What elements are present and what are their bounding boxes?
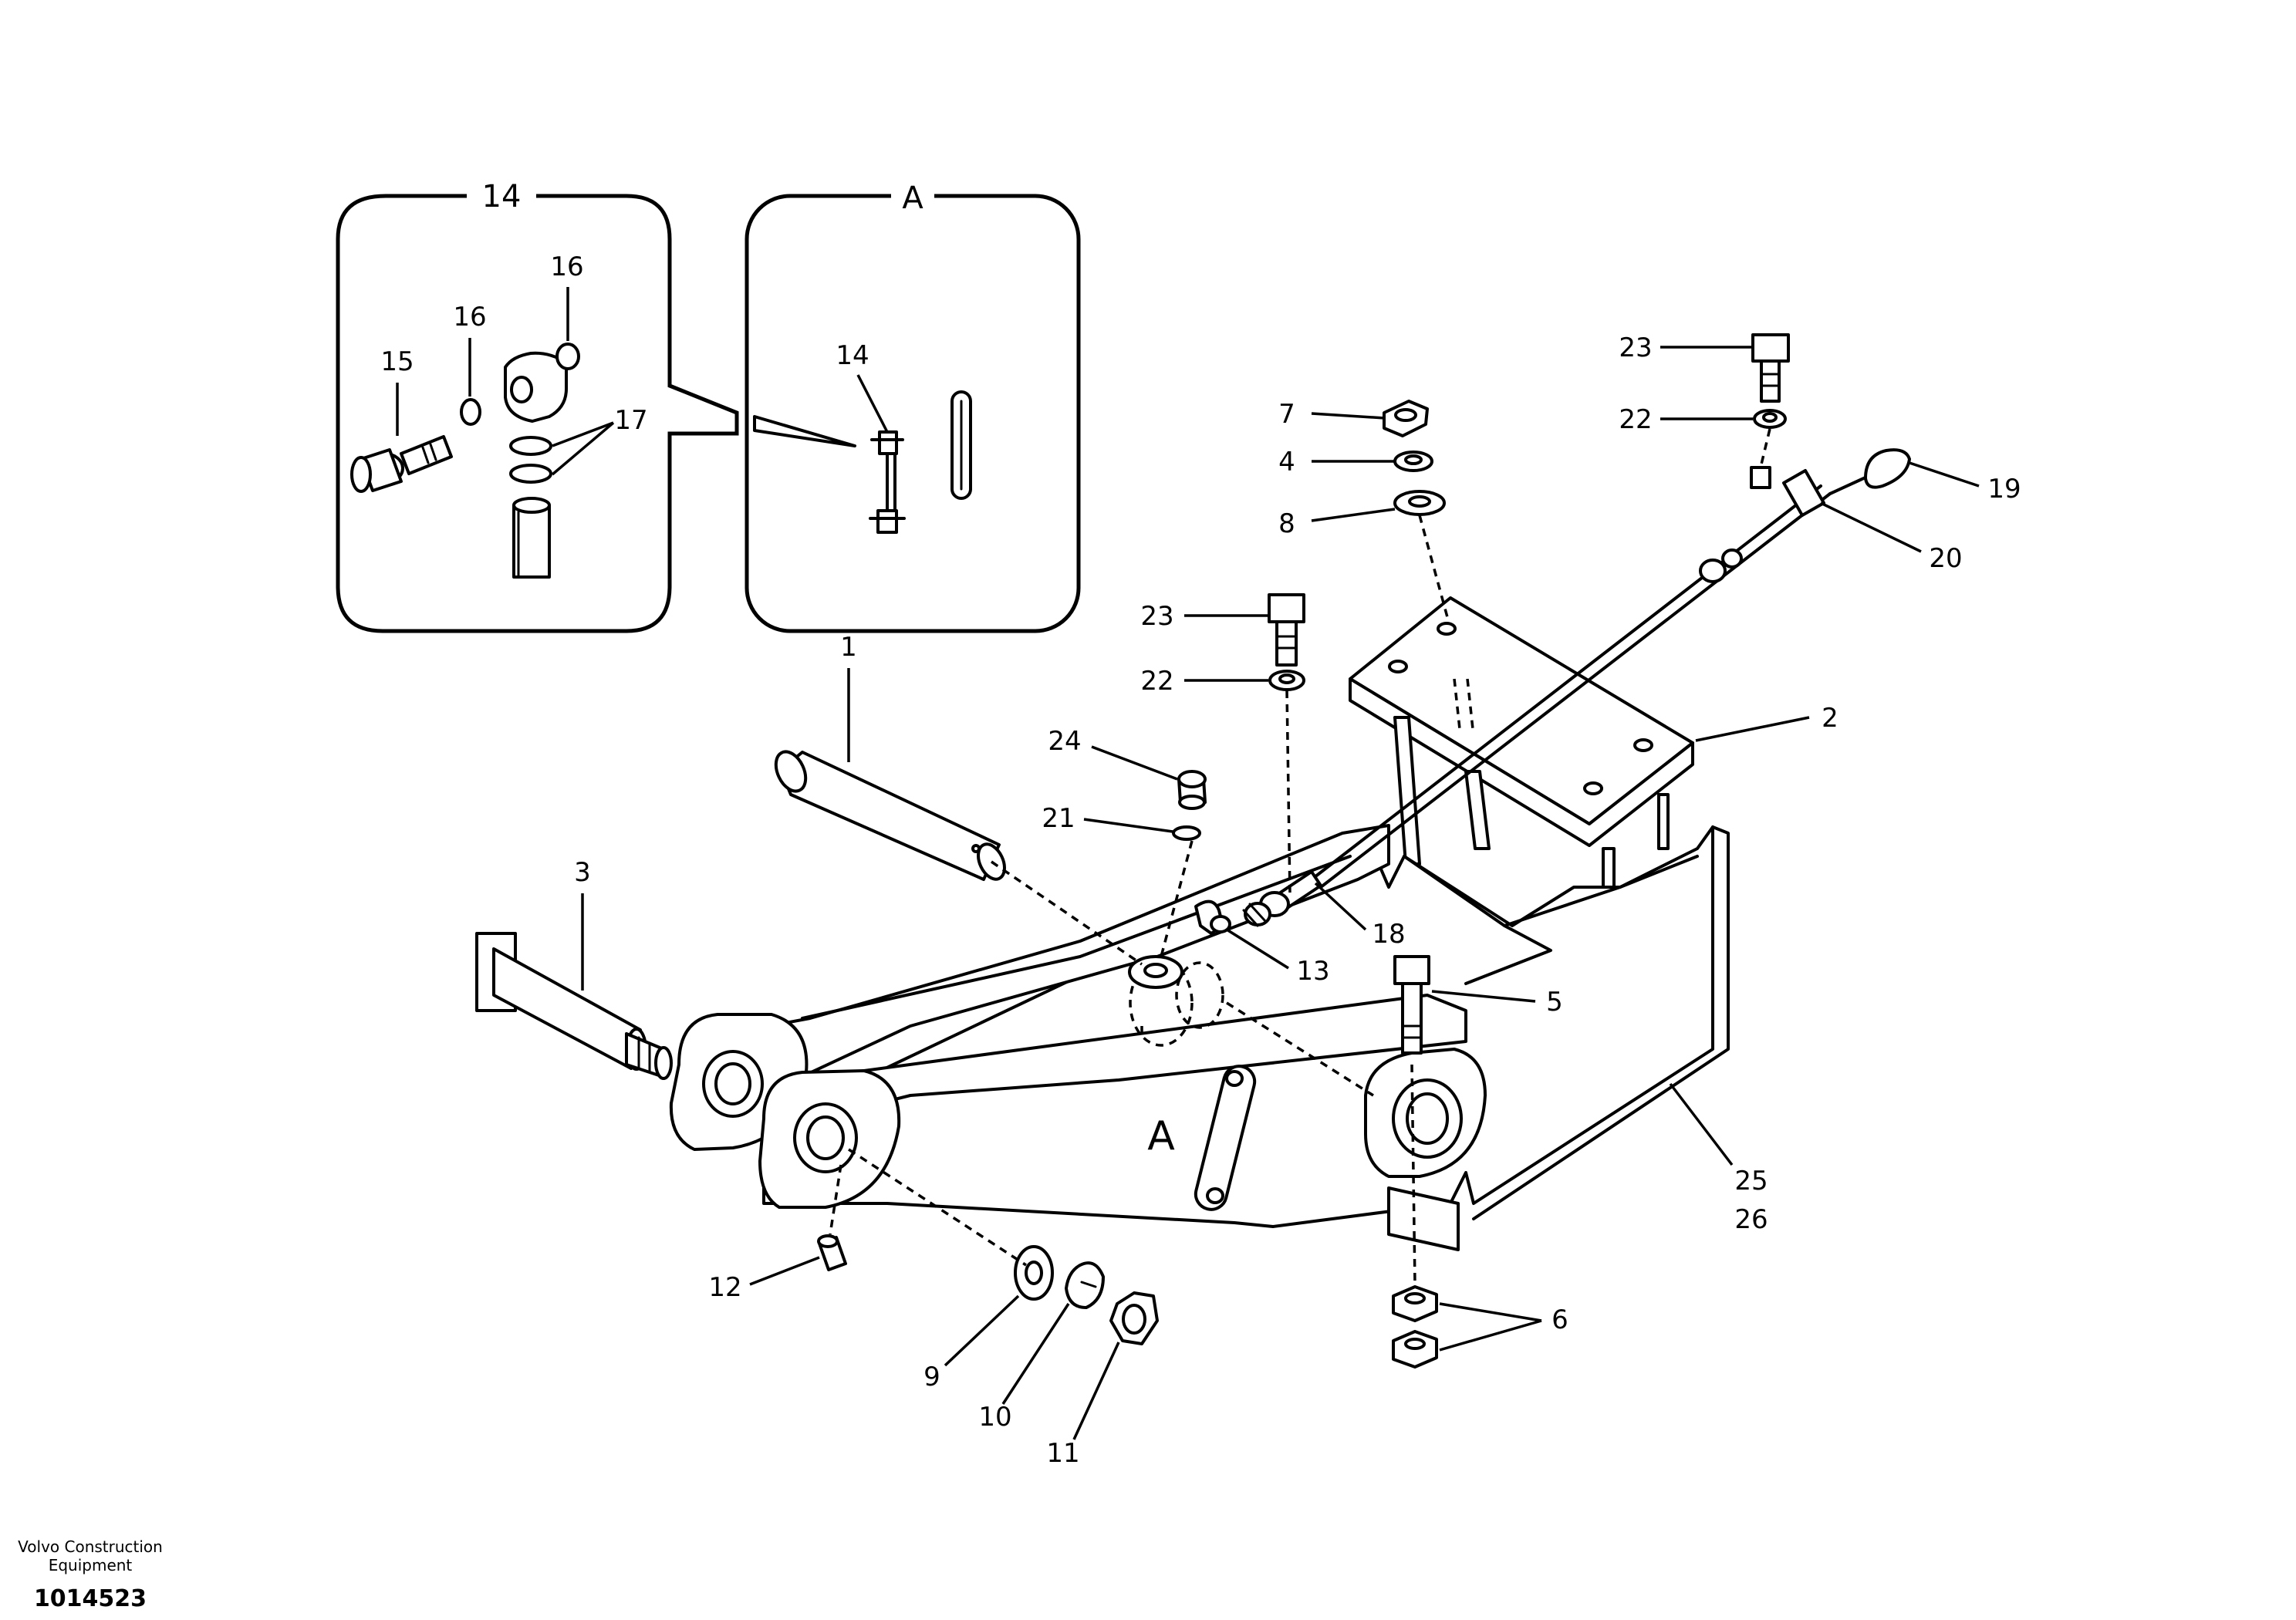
callout-15: 15 xyxy=(380,346,414,377)
callout-4: 4 xyxy=(1278,447,1295,478)
assembly-lines xyxy=(829,428,1771,1285)
callout-20: 20 xyxy=(1929,543,1962,574)
callout-18: 18 xyxy=(1372,919,1405,950)
footer: Volvo Construction Equipment 1014523 xyxy=(18,1537,163,1612)
callout-24: 24 xyxy=(1048,726,1081,757)
dipstick-tube xyxy=(1242,448,1911,927)
detail-view-a: A 14 xyxy=(745,181,1081,633)
reference-letter-a: A xyxy=(1147,1113,1175,1159)
callout-17: 17 xyxy=(614,405,647,436)
callout-3: 3 xyxy=(574,857,591,888)
callout-25: 25 xyxy=(1734,1166,1768,1196)
callout-6: 6 xyxy=(1551,1304,1568,1335)
callout-16-lower: 16 xyxy=(453,302,486,332)
callouts: 1 2 3 4 5 6 7 8 9 10 11 12 13 18 19 20 2 xyxy=(574,332,2021,1469)
callout-5: 5 xyxy=(1546,987,1563,1018)
drawing-number: 1014523 xyxy=(34,1585,147,1612)
callout-16-upper: 16 xyxy=(550,251,583,282)
footer-company-line1: Volvo Construction xyxy=(18,1537,163,1556)
callout-22-lower: 22 xyxy=(1140,666,1173,697)
callout-9: 9 xyxy=(923,1362,940,1392)
callout-23-upper: 23 xyxy=(1619,332,1652,363)
callout-10: 10 xyxy=(978,1402,1011,1433)
callout-a-14: 14 xyxy=(836,340,869,371)
callout-12: 12 xyxy=(708,1272,741,1303)
callout-21: 21 xyxy=(1042,803,1075,834)
callout-22-upper: 22 xyxy=(1619,404,1652,435)
callout-26: 26 xyxy=(1734,1204,1768,1235)
callout-11: 11 xyxy=(1046,1438,1079,1469)
callout-19: 19 xyxy=(1987,474,2021,505)
callout-8: 8 xyxy=(1278,508,1295,539)
callout-2: 2 xyxy=(1822,703,1838,734)
detail-a-title: A xyxy=(902,181,923,216)
callout-1: 1 xyxy=(840,632,857,663)
detail-14-title: 14 xyxy=(482,179,522,214)
detail-view-14: 14 16 16 15 17 xyxy=(336,179,739,633)
footer-company-line2: Equipment xyxy=(49,1556,133,1574)
callout-7: 7 xyxy=(1278,399,1295,430)
callout-13: 13 xyxy=(1296,956,1329,987)
loose-parts xyxy=(475,333,1790,1369)
callout-23-lower: 23 xyxy=(1140,601,1173,632)
